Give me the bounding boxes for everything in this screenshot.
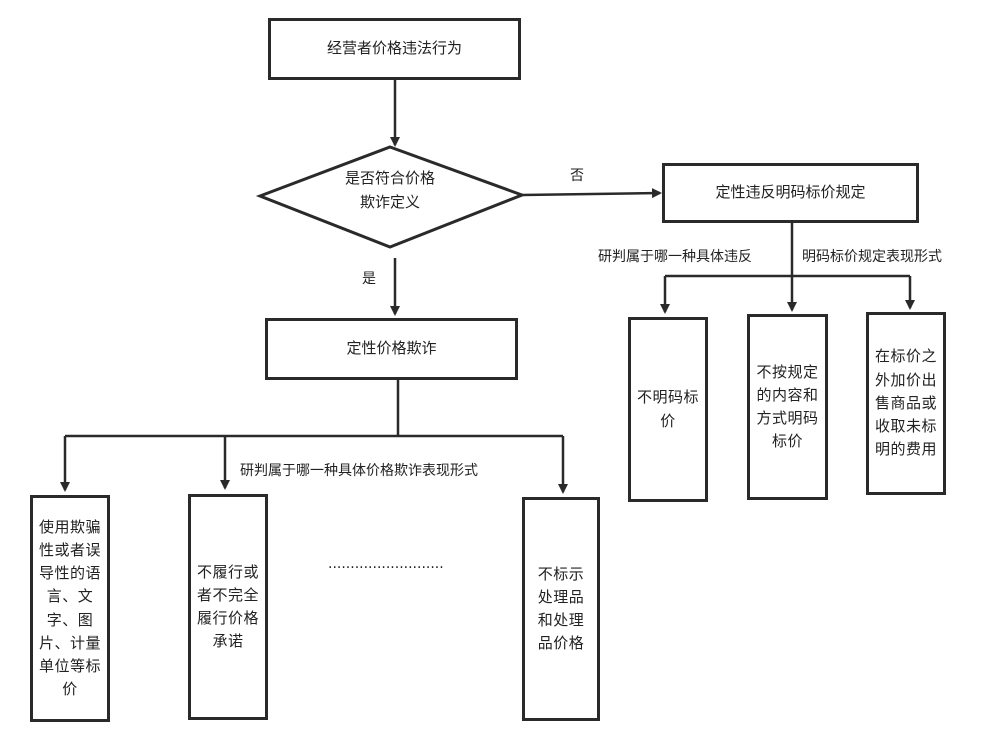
decision-node-label: 是否符合价格 欺诈定义 bbox=[300, 166, 480, 214]
tag-form-3-label: 在标价之外加价出售商品或收取未标明的费用 bbox=[875, 347, 938, 459]
fraud-form-2-node: 不履行或者不完全履行价格承诺 bbox=[188, 494, 268, 720]
fraud-form-3-node: 不标示处理品和处理品价格 bbox=[522, 497, 600, 721]
start-node-label: 经营者价格违法行为 bbox=[326, 39, 462, 58]
edge-label-yes: 是 bbox=[362, 271, 376, 287]
price-fraud-node: 定性价格欺诈 bbox=[265, 318, 518, 380]
start-node: 经营者价格违法行为 bbox=[268, 18, 521, 80]
fraud-form-1-node: 使用欺骗性或者误导性的语言、文字、图片、计量单位等标价 bbox=[30, 495, 110, 722]
tag-form-1-label: 不明码标价 bbox=[637, 388, 700, 430]
fraud-form-3-label: 不标示处理品和处理品价格 bbox=[537, 564, 585, 653]
edge-label-tag-branch-left: 研判属于哪一种具体违反 bbox=[598, 246, 752, 266]
fraud-form-2-label: 不履行或者不完全履行价格承诺 bbox=[197, 562, 260, 651]
tag-form-1-node: 不明码标价 bbox=[628, 317, 708, 502]
fraud-form-1-label: 使用欺骗性或者误导性的语言、文字、图片、计量单位等标价 bbox=[39, 517, 102, 699]
decision-line-1: 是否符合价格 bbox=[344, 169, 435, 187]
price-fraud-label: 定性价格欺诈 bbox=[346, 339, 437, 358]
decision-diamond bbox=[255, 145, 527, 249]
price-tag-violation-node: 定性违反明码标价规定 bbox=[662, 163, 919, 223]
arrow-no bbox=[521, 188, 662, 199]
tag-form-3-node: 在标价之外加价出售商品或收取未标明的费用 bbox=[866, 312, 946, 495]
edge-label-fraud-branch: 研判属于哪一种具体价格欺诈表现形式 bbox=[240, 463, 478, 479]
decision-line-2: 欺诈定义 bbox=[359, 193, 420, 211]
edge-label-tag-branch-right: 明码标价规定表现形式 bbox=[802, 246, 942, 266]
tag-form-2-label: 不按规定的内容和方式明码标价 bbox=[756, 362, 819, 451]
ellipsis: ·························· bbox=[328, 560, 444, 576]
price-tag-violation-label: 定性违反明码标价规定 bbox=[715, 183, 866, 202]
tag-form-2-node: 不按规定的内容和方式明码标价 bbox=[747, 314, 828, 500]
edge-label-no: 否 bbox=[570, 168, 584, 184]
